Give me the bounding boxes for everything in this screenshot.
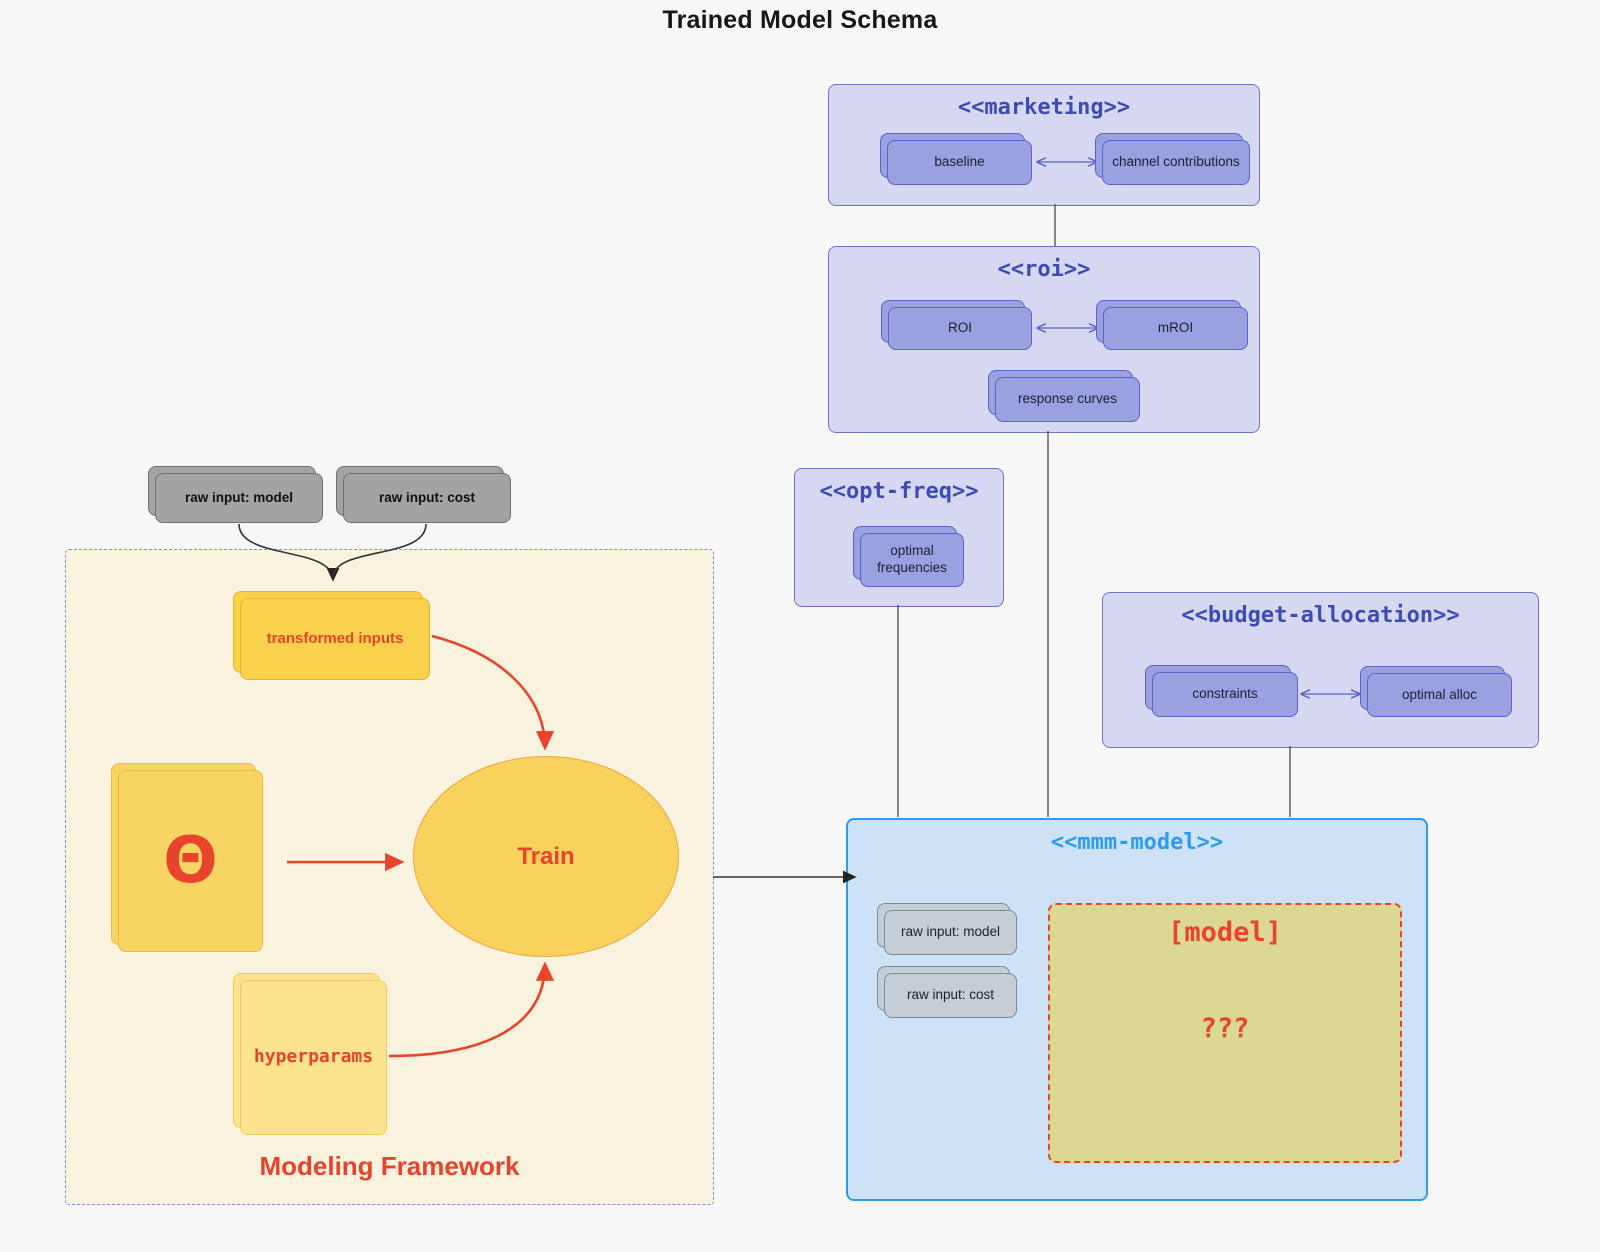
model-placeholder-title: [model] [1168,917,1282,948]
node-response-curves: response curves [988,370,1140,422]
cluster-mmm-model-title: <<mmm-model>> [1050,830,1224,855]
node-raw-input-model-label: raw input: model [185,489,293,505]
node-channel-contributions: channel contributions [1095,133,1250,185]
node-mmm-raw-input-cost-label: raw input: cost [906,987,995,1003]
node-constraints-label: constraints [1192,686,1258,702]
cluster-opt-freq-title: <<opt-freq>> [819,479,979,504]
node-raw-input-model: raw input: model [148,466,323,523]
node-mmm-raw-input-cost: raw input: cost [877,966,1017,1018]
connector-rawcost-transformed [332,523,427,579]
cluster-budget-allocation-title: <<budget-allocation>> [1181,603,1460,628]
node-mmm-raw-input-model: raw input: model [877,903,1017,955]
node-response-curves-label: response curves [1017,391,1118,407]
node-optimal-frequencies-label: optimal frequencies [877,543,947,575]
model-placeholder-box: [model] ??? [1048,903,1402,1163]
connector-transformed-train [431,634,555,751]
page-title: Trained Model Schema [662,6,938,34]
model-placeholder-body: ??? [1200,1013,1250,1044]
node-optimal-frequencies: optimal frequencies [853,526,964,587]
node-baseline: baseline [880,133,1032,185]
node-theta-label: Θ [163,824,218,898]
node-hyperparams: hyperparams [233,973,387,1135]
node-transformed-inputs: transformed inputs [233,591,430,680]
node-raw-input-cost-label: raw input: cost [378,489,475,505]
node-optimal-alloc: optimal alloc [1360,666,1512,717]
node-baseline-label: baseline [934,154,985,170]
node-mmm-raw-input-model-label: raw input: model [900,924,1001,940]
node-raw-input-cost: raw input: cost [336,466,511,523]
node-roi: ROI [881,300,1032,350]
node-transformed-inputs-label: transformed inputs [266,629,404,647]
node-optimal-alloc-label: optimal alloc [1401,686,1478,702]
node-train-label: Train [517,842,575,870]
cluster-roi-title: <<roi>> [997,257,1091,282]
cluster-marketing-title: <<marketing>> [957,95,1131,120]
connector-hyperparams-train [388,961,555,1058]
node-roi-label: ROI [947,320,972,336]
node-channel-contributions-label: channel contributions [1112,154,1240,170]
node-train: Train [413,756,679,957]
node-mroi: mROI [1096,300,1248,350]
modeling-framework-caption: Modeling Framework [259,1151,520,1181]
node-hyperparams-label: hyperparams [253,1046,374,1068]
connector-rawmodel-transformed [238,523,340,582]
node-theta: Θ [111,763,263,952]
node-mroi-label: mROI [1157,320,1194,336]
node-constraints: constraints [1145,665,1298,717]
